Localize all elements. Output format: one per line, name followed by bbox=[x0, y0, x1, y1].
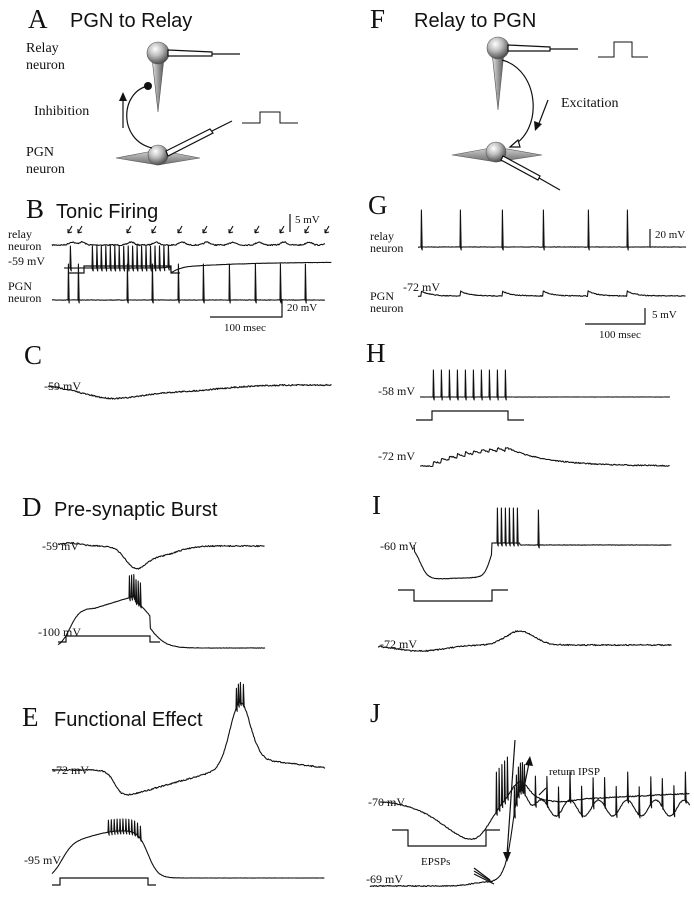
b-pgn-label: PGN neuron bbox=[8, 279, 42, 305]
b-scale-time: 100 msec bbox=[224, 322, 266, 334]
panel-e-letter: E bbox=[22, 702, 39, 732]
panel-g-letter: G bbox=[368, 190, 388, 220]
panel-i-letter: I bbox=[372, 490, 381, 520]
e-vm2-label: -95 mV bbox=[24, 853, 61, 867]
step-h bbox=[416, 410, 524, 421]
b-relay-label: relay neuron bbox=[8, 227, 42, 253]
g-scale-20mv: 20 mV bbox=[655, 229, 686, 241]
panel-j-letter: J bbox=[370, 698, 381, 728]
b-ipsp-arrow bbox=[202, 225, 208, 234]
panel-d-letter: D bbox=[22, 492, 42, 522]
g-relay-label: relay neuron bbox=[370, 229, 404, 255]
step-e bbox=[52, 877, 156, 886]
relay-neuron-label: Relay neuron bbox=[26, 41, 65, 73]
ipsp-arrow bbox=[538, 787, 547, 796]
inhibition-label: Inhibition bbox=[34, 104, 90, 119]
e-relay-trace bbox=[51, 681, 326, 796]
e-pgn-trace bbox=[51, 818, 325, 879]
scale-bar-g-time bbox=[585, 308, 646, 325]
b-scale-5mv: 5 mV bbox=[295, 214, 320, 226]
h-pgn-trace bbox=[420, 447, 670, 468]
b-ipsp-arrow bbox=[324, 225, 330, 234]
b-ipsp-arrow bbox=[67, 225, 73, 234]
pgn-neuron-schematic-f bbox=[451, 141, 561, 191]
j-pgn-trace bbox=[369, 762, 691, 888]
panel-b-title: Tonic Firing bbox=[56, 201, 159, 223]
panel-f-letter: F bbox=[370, 4, 386, 34]
i-pgn-trace bbox=[377, 630, 672, 652]
g-scale-time: 100 msec bbox=[599, 329, 641, 341]
g-scale-5mv: 5 mV bbox=[652, 309, 677, 321]
drop-arrow bbox=[506, 739, 516, 856]
j-vm1-label: -70 mV bbox=[368, 795, 405, 809]
pgn-neuron-label: PGN neuron bbox=[26, 145, 65, 177]
relay-neuron-schematic-f bbox=[486, 36, 578, 111]
b-ipsp-arrow bbox=[151, 225, 157, 234]
b-relay-trace bbox=[51, 240, 326, 247]
i-vm2-label: -72 mV bbox=[380, 637, 417, 651]
d-vm1-label: -59 mV bbox=[42, 539, 79, 553]
step-j bbox=[392, 829, 500, 847]
g-pgn-label: PGN neuron bbox=[370, 289, 404, 315]
panel-a-letter: A bbox=[28, 4, 48, 34]
b-ipsp-arrow bbox=[228, 225, 234, 234]
pgn-neuron-schematic-a bbox=[115, 120, 233, 166]
i-relay-trace bbox=[413, 507, 672, 580]
panel-a-title: PGN to Relay bbox=[70, 10, 193, 32]
relay-neuron-schematic-a bbox=[146, 41, 240, 113]
e-vm1-label: -72 mV bbox=[52, 763, 89, 777]
panel-h-letter: H bbox=[366, 338, 386, 368]
b-ipsp-arrow bbox=[126, 225, 132, 234]
panel-e-title: Functional Effect bbox=[54, 709, 203, 731]
d-pgn-trace bbox=[57, 573, 266, 649]
b-ipsp-arrow bbox=[254, 225, 260, 234]
b-ipsp-arrow bbox=[177, 225, 183, 234]
excitation-label: Excitation bbox=[561, 96, 619, 111]
b-ipsp-arrow bbox=[304, 225, 310, 234]
c-vm-label: -59 mV bbox=[44, 379, 81, 393]
panel-d-title: Pre-synaptic Burst bbox=[54, 499, 218, 521]
c-pgn-trace bbox=[63, 244, 332, 273]
d-vm2-label: -100 mV bbox=[38, 625, 81, 639]
panel-c-letter: C bbox=[24, 340, 43, 370]
step-d bbox=[58, 635, 160, 643]
return-ipsp-label: return IPSP bbox=[549, 766, 601, 778]
j-relay-trace bbox=[379, 756, 690, 841]
h-vm1-label: -58 mV bbox=[378, 384, 415, 398]
h-vm2-label: -72 mV bbox=[378, 449, 415, 463]
g-vm-label: -72 mV bbox=[403, 280, 440, 294]
b-scale-20mv: 20 mV bbox=[287, 302, 318, 314]
epsps-label: EPSPs bbox=[421, 856, 451, 868]
b-pgn-trace bbox=[51, 263, 325, 304]
excitation-arrow bbox=[537, 99, 549, 127]
step-i bbox=[398, 589, 508, 602]
h-relay-trace bbox=[420, 369, 670, 401]
excitation-arc bbox=[501, 59, 534, 148]
b-ipsp-arrow bbox=[77, 225, 83, 234]
inhibition-arc bbox=[126, 85, 153, 149]
b-ipsp-arrow bbox=[279, 225, 285, 234]
c-relay-trace bbox=[47, 383, 332, 400]
panel-b-letter: B bbox=[26, 194, 45, 224]
panel-f-title: Relay to PGN bbox=[414, 10, 537, 32]
i-vm1-label: -60 mV bbox=[380, 539, 417, 553]
scale-bar-b-time bbox=[210, 299, 283, 318]
b-vm-label: -59 mV bbox=[8, 254, 45, 268]
d-relay-trace bbox=[57, 541, 265, 570]
g-pgn-trace bbox=[417, 290, 686, 297]
j-vm2-label: -69 mV bbox=[366, 872, 403, 886]
g-relay-trace bbox=[418, 209, 687, 251]
